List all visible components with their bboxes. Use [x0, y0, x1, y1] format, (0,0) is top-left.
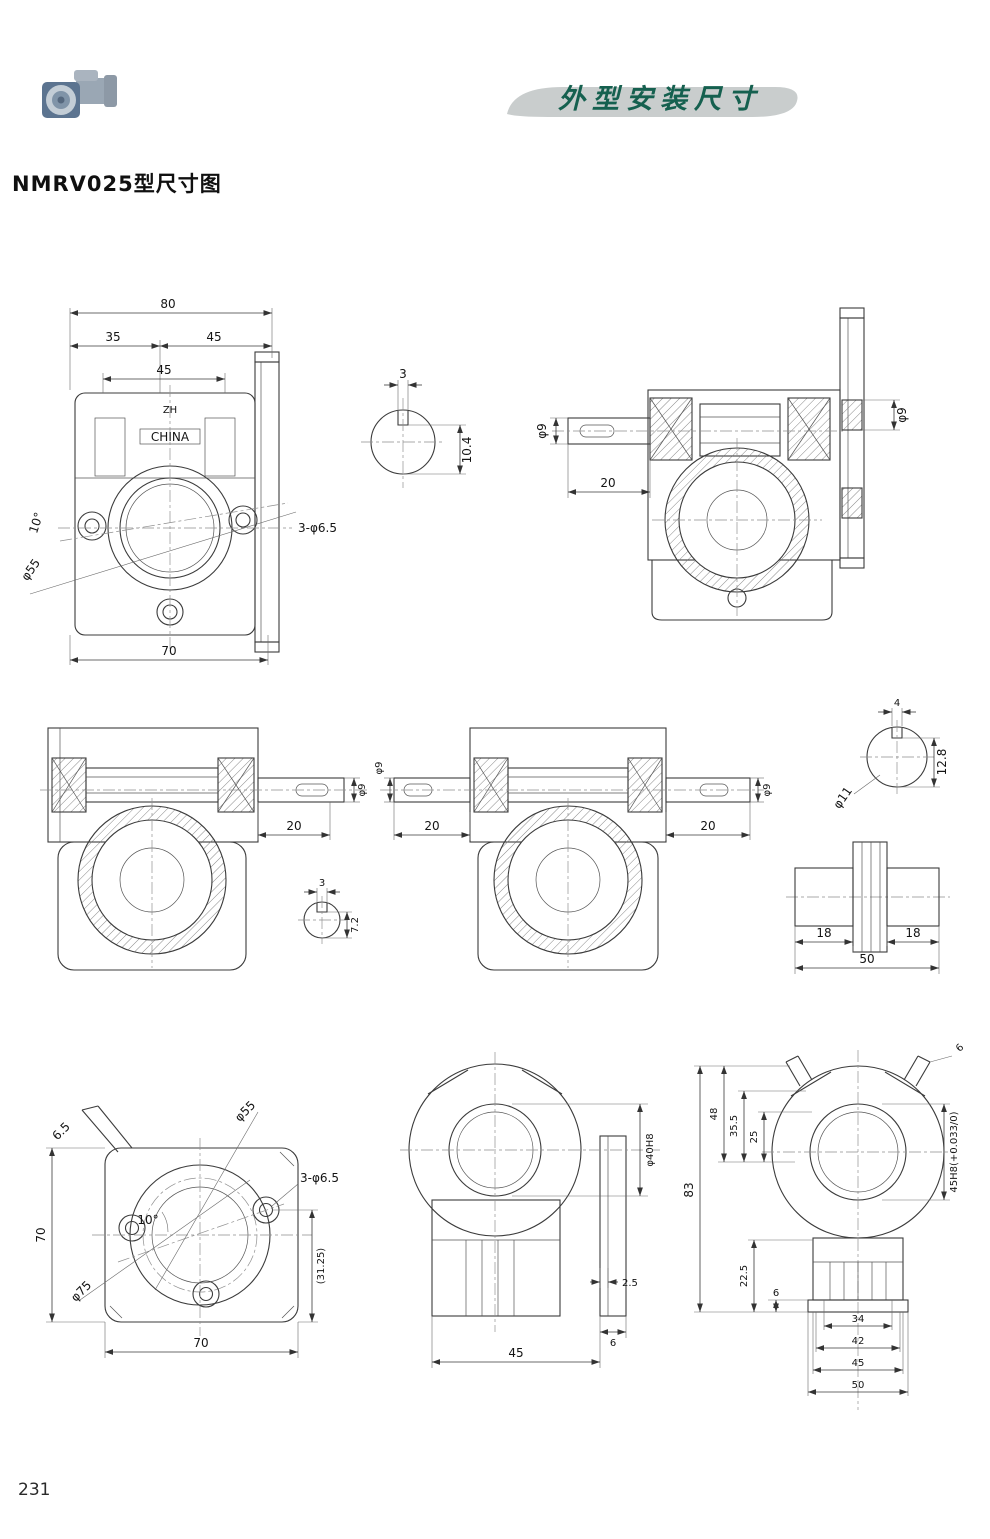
dim-45: 45 — [852, 1358, 865, 1369]
dim-20: 20 — [600, 476, 615, 490]
dim-bolt-holes: 3-φ6.5 — [300, 1171, 339, 1185]
dim-phi9-flange: φ9 — [895, 407, 909, 423]
view-section-double: φ9 20 φ9 20 — [374, 727, 773, 971]
dim-12-8: 12.8 — [935, 749, 949, 776]
dim-20-left: 20 — [424, 819, 439, 833]
body-outline — [431, 1199, 561, 1317]
flange-profile — [599, 1135, 627, 1317]
dim-35: 35 — [105, 330, 120, 344]
dim-key-4: 4 — [894, 698, 900, 709]
dim-83: 83 — [682, 1182, 696, 1197]
view-side-section: φ9 20 φ9 — [535, 307, 909, 621]
dim-bore-45h8: 45H8(+0.033/0) — [949, 1111, 960, 1192]
dim-45-inner: 45 — [156, 363, 171, 377]
dim-phi55: φ55 — [18, 556, 43, 583]
label-zh: ZH — [163, 405, 177, 416]
page-number: 231 — [18, 1480, 51, 1500]
view-back-face: 83 48 35.5 25 22.5 6 6 45H8(+0.033/0) 34 — [682, 1042, 966, 1410]
flange-plate — [254, 361, 280, 643]
label-china: CHINA — [151, 430, 190, 444]
banner-title: 外型安装尺寸 — [558, 84, 762, 115]
dim-10-4: 10.4 — [460, 437, 474, 464]
dim-phi9-input: φ9 — [535, 423, 549, 439]
dim-phi40h8: φ40H8 — [645, 1133, 656, 1166]
dim-2-5: 2.5 — [622, 1278, 638, 1289]
dim-45: 45 — [206, 330, 221, 344]
flange-plate — [839, 317, 865, 559]
housing-outline — [74, 392, 256, 636]
dim-50: 50 — [859, 952, 874, 966]
dim-20: 20 — [286, 819, 301, 833]
view-front: 80 35 45 45 ZH CHINA 10° φ55 3-φ6.5 70 — [18, 297, 337, 665]
dim-phi9: φ9 — [357, 784, 368, 797]
dim-phi11: φ11 — [830, 784, 855, 811]
dim-6-top: 6 — [954, 1042, 966, 1054]
view-worm-shaft: 18 18 50 — [786, 841, 950, 974]
view-mounting-face: 6.5 φ55 3-φ6.5 10° 70 φ75 (31.25) 70 — [34, 1098, 339, 1358]
dim-phi9-right: φ9 — [762, 784, 773, 797]
dim-7-2: 7.2 — [350, 917, 361, 933]
dim-80: 80 — [160, 297, 175, 311]
dim-18-right: 18 — [905, 926, 920, 940]
product-photo — [42, 70, 117, 118]
dim-25: 25 — [749, 1131, 760, 1144]
dim-50: 50 — [852, 1380, 865, 1391]
dim-31-25: (31.25) — [316, 1248, 327, 1285]
dim-70: 70 — [161, 644, 176, 658]
dim-phi55: φ55 — [232, 1098, 258, 1124]
page-title: NMRV025型尺寸图 — [12, 172, 222, 196]
dim-42: 42 — [852, 1336, 865, 1347]
view-output-face: φ40H8 2.5 6 45 — [400, 1052, 660, 1368]
dim-34: 34 — [852, 1314, 865, 1325]
dim-6: 6 — [610, 1338, 616, 1349]
base-plate — [807, 1299, 909, 1313]
dim-22-5: 22.5 — [739, 1265, 750, 1287]
dim-angle-10: 10° — [26, 510, 46, 535]
dim-key-3: 3 — [399, 367, 407, 381]
dim-35-5: 35.5 — [729, 1115, 740, 1137]
dim-70-left: 70 — [34, 1227, 48, 1242]
dim-70-bottom: 70 — [193, 1336, 208, 1350]
dim-key-3: 3 — [319, 878, 325, 889]
dim-phi9-left: φ9 — [374, 762, 385, 775]
banner-swoosh — [507, 87, 798, 117]
dim-6-5: 6.5 — [49, 1119, 72, 1142]
view-section-left: φ9 20 — [40, 727, 368, 971]
view-key-section-detail: 3 7.2 — [298, 878, 361, 944]
dim-45: 45 — [508, 1346, 523, 1360]
dim-18-left: 18 — [816, 926, 831, 940]
dim-48: 48 — [709, 1108, 720, 1121]
dim-bolt-holes: 3-φ6.5 — [298, 521, 337, 535]
header-banner: 外型安装尺寸 — [507, 84, 798, 117]
view-shaft-section-input: 3 10.4 — [361, 367, 474, 488]
dim-angle-10: 10° — [137, 1213, 158, 1227]
dim-6-bottom: 6 — [773, 1288, 779, 1299]
view-shaft-section-output: 4 12.8 φ11 — [830, 698, 949, 811]
dim-20-right: 20 — [700, 819, 715, 833]
shaft-right — [665, 777, 751, 803]
dim-phi75: φ75 — [68, 1278, 94, 1304]
